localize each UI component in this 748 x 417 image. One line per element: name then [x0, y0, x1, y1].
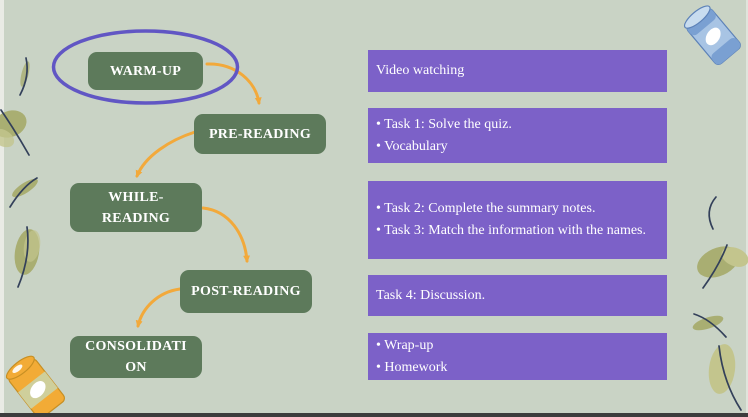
blue-can-icon	[683, 5, 741, 65]
task-box-warm-up: Video watching	[368, 50, 667, 92]
task-line: • Vocabulary	[376, 138, 448, 154]
warmup-highlight-ellipse	[51, 29, 240, 105]
task-line: • Task 1: Solve the quiz.	[376, 116, 512, 132]
leaf-icon	[14, 226, 41, 288]
task-line: • Task 2: Complete the summary notes.	[376, 201, 596, 216]
leaf-icon	[708, 196, 717, 230]
stage-label-line: WARM-UP	[109, 63, 182, 79]
leaf-icon	[692, 313, 727, 338]
right-edge-strip	[746, 0, 748, 417]
stage-label-line: READING	[101, 210, 171, 226]
stage-label-line: CONSOLIDATI	[85, 339, 187, 354]
stage-box-while-reading: WHILE- READING	[70, 183, 202, 232]
leaf-icon	[9, 177, 38, 208]
leaf-icon	[708, 344, 742, 411]
task-box-pre-reading: • Task 1: Solve the quiz. • Vocabulary	[368, 108, 667, 163]
flow-arrow-whilereading-postreading	[201, 206, 251, 263]
stage-box-post-reading: POST-READING	[180, 270, 312, 313]
leaf-icon	[0, 109, 30, 156]
flow-arrow-prereading-whilereading	[135, 130, 197, 178]
stage-box-pre-reading: PRE-READING	[194, 114, 326, 154]
task-line: • Wrap-up	[376, 337, 434, 353]
stage-label-line: ON	[125, 360, 147, 375]
task-line: • Task 3: Match the information with the…	[376, 223, 646, 238]
stage-label-line: POST-READING	[191, 284, 301, 299]
task-box-while-reading: • Task 2: Complete the summary notes. • …	[368, 181, 667, 259]
task-line: • Homework	[376, 359, 448, 375]
bottom-edge-bar	[0, 413, 748, 417]
stage-label-line: WHILE-	[108, 189, 164, 205]
flow-arrow-warmup-prereading	[205, 62, 262, 105]
leaf-icon	[697, 244, 748, 289]
task-box-post-reading: Task 4: Discussion.	[368, 275, 667, 316]
left-edge-strip	[0, 0, 4, 417]
task-box-consolidation: • Wrap-up • Homework	[368, 333, 667, 380]
stage-label-line: PRE-READING	[208, 126, 312, 142]
task-line: Video watching	[376, 63, 465, 78]
leaf-icon	[19, 57, 30, 96]
task-line: Task 4: Discussion.	[376, 287, 486, 303]
orange-can-icon	[5, 355, 65, 417]
flow-arrow-postreading-consolidation	[135, 287, 182, 328]
stage-box-consolidation: CONSOLIDATI ON	[70, 336, 202, 378]
stage-box-warm-up: WARM-UP	[88, 52, 203, 90]
